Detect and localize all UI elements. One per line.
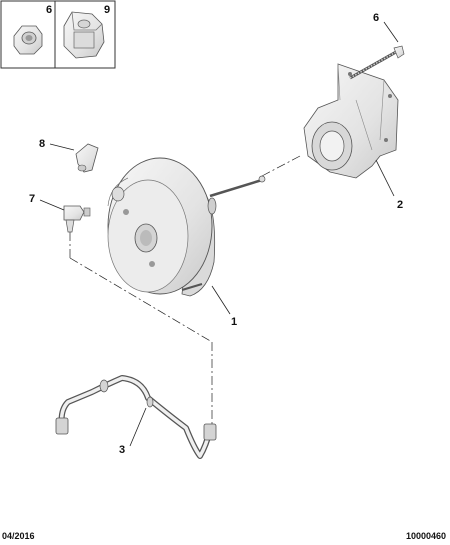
callout-6: 6 xyxy=(373,12,379,24)
legend-label-bracket: 9 xyxy=(104,4,110,16)
vacuum-hose xyxy=(55,375,217,459)
legend-box-bracket: 9 xyxy=(54,0,116,69)
brake-booster xyxy=(107,157,266,297)
legend-box-nut: 6 xyxy=(0,0,56,69)
nut-icon xyxy=(13,25,43,55)
pedal-bracket xyxy=(303,63,399,179)
legend-label-nut: 6 xyxy=(46,4,52,16)
callout-8: 8 xyxy=(39,138,45,150)
grommet xyxy=(63,205,91,233)
callout-1: 1 xyxy=(231,316,237,328)
callout-3: 3 xyxy=(119,444,125,456)
leader-lines xyxy=(39,21,399,447)
callout-labels: 6 8 7 2 1 3 xyxy=(29,12,403,456)
callout-7: 7 xyxy=(29,193,35,205)
check-valve xyxy=(75,143,99,173)
bracket-clip-icon xyxy=(63,11,105,59)
footer-reference: 10000460 xyxy=(405,531,446,541)
bolt xyxy=(349,45,405,80)
callout-2: 2 xyxy=(397,199,403,211)
footer-date: 04/2016 xyxy=(2,531,35,541)
